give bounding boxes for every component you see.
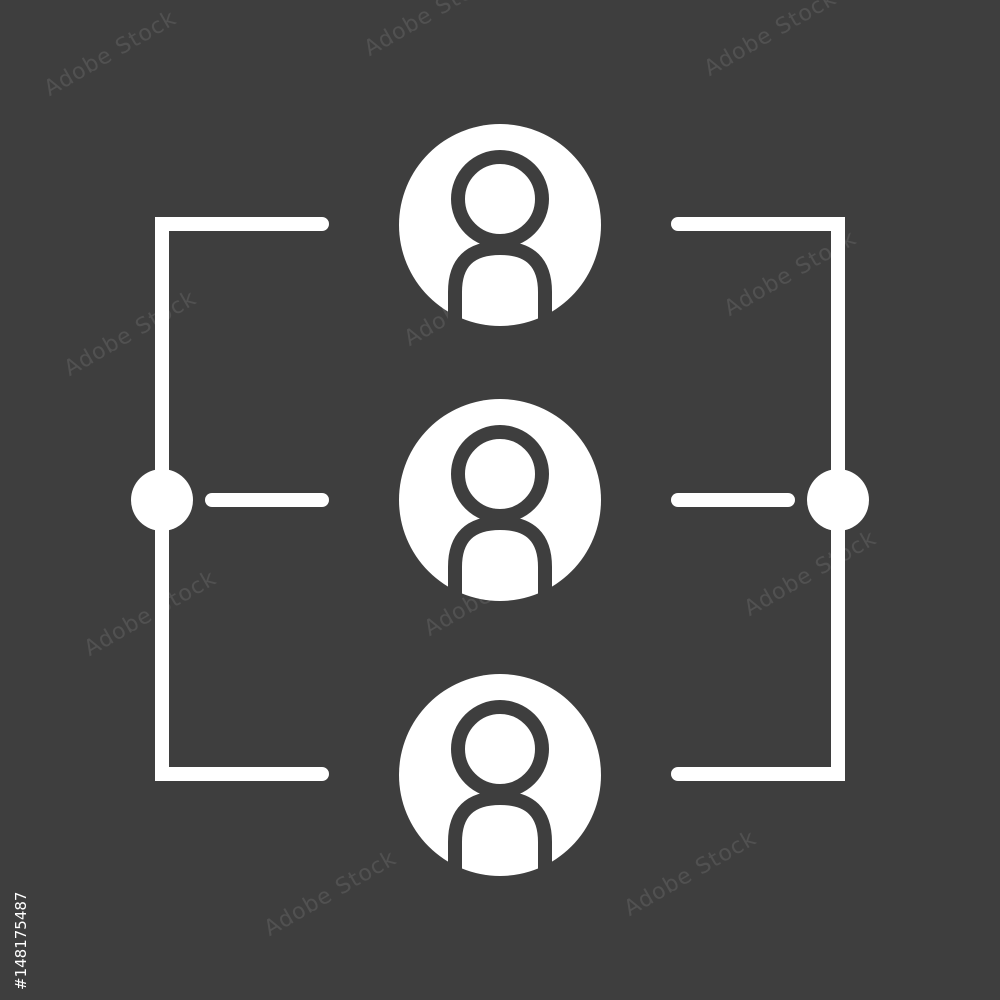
left-bracket-connector-icon	[155, 217, 329, 781]
right-bracket-connector-icon	[671, 217, 845, 781]
user-icon	[399, 399, 601, 601]
stock-id-label: #148175487	[12, 891, 30, 990]
left-node-icon	[131, 469, 193, 531]
user-icon	[399, 124, 601, 326]
right-node-icon	[807, 469, 869, 531]
user-icon	[399, 674, 601, 876]
